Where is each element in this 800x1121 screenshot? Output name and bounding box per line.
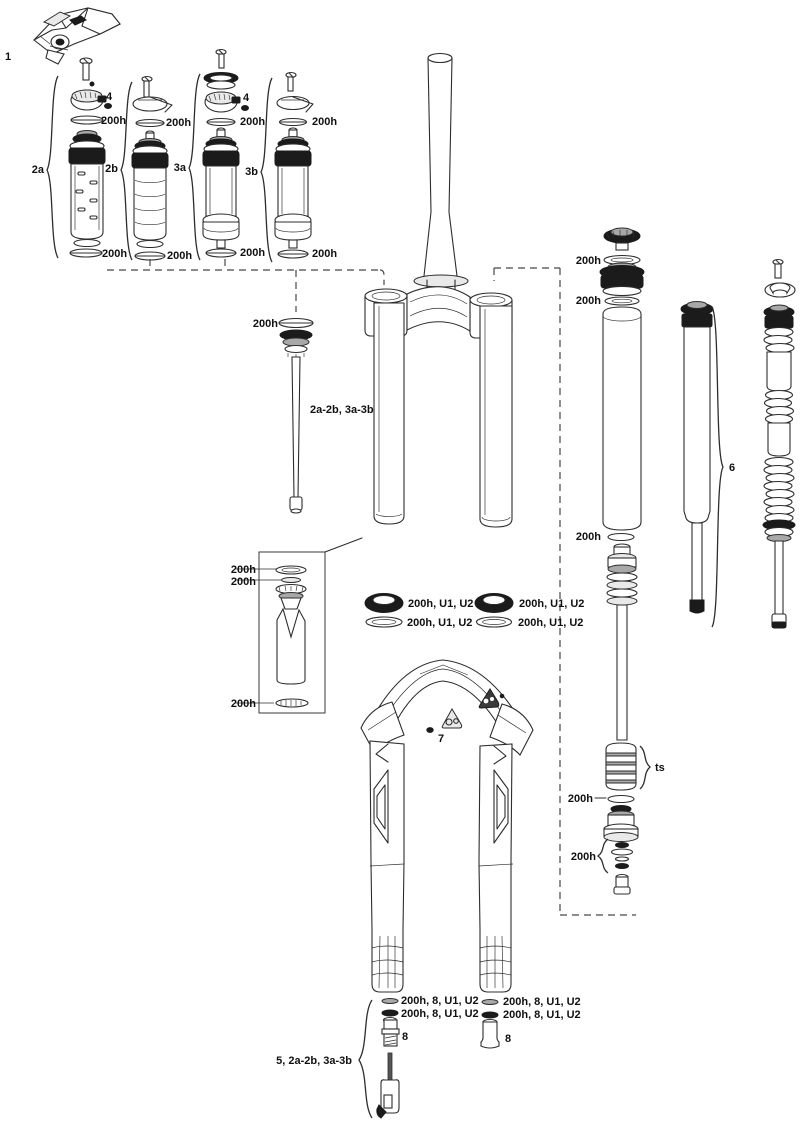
label-200h-air-top2: 200h: [576, 295, 601, 307]
lower-legs: [360, 659, 534, 993]
label-200h-2a-bottom: 200h: [102, 248, 127, 260]
foot-hardware-right: [480, 999, 500, 1049]
remote-lever-drawing: [33, 7, 121, 65]
label-6: 6: [729, 462, 735, 474]
label-200h-air-top1: 200h: [576, 255, 601, 267]
label-200h-inset-2: 200h: [231, 576, 256, 588]
damper-assembly-2b: [120, 75, 173, 261]
label-seal-right-1: 200h, U1, U2: [519, 598, 584, 610]
label-rebound-group: 5, 2a-2b, 3a-3b: [276, 1055, 352, 1067]
label-seal-left-2: 200h, U1, U2: [407, 617, 472, 629]
label-200h-sealhead-group: 200h: [571, 851, 596, 863]
label-200h-below-tokens: 200h: [568, 793, 593, 805]
dashed-connector-left: [107, 259, 385, 312]
label-remote-1: 1: [5, 51, 11, 63]
dust-seal-right: [474, 593, 514, 628]
inset-detail-box: [236, 537, 363, 714]
air-spring-assembled: [680, 301, 724, 628]
label-4-right: 4: [243, 92, 250, 104]
coil-spring-assembled: [762, 258, 796, 629]
damper-assembly-3b: [260, 71, 314, 263]
label-seal-right-2: 200h, U1, U2: [518, 617, 583, 629]
crown-steerer-unit: [364, 52, 513, 528]
air-spring-exploded: [594, 227, 651, 895]
label-3b: 3b: [245, 166, 258, 178]
label-shaft-group: 2a-2b, 3a-3b: [310, 404, 374, 416]
dust-seal-left: [364, 593, 404, 628]
label-2b: 2b: [105, 163, 118, 175]
foot-hardware-left: [358, 998, 400, 1119]
label-7: 7: [438, 733, 444, 745]
label-foot-right-2: 200h, 8, U1, U2: [503, 1009, 581, 1021]
label-foot-right-1: 200h, 8, U1, U2: [503, 996, 581, 1008]
label-200h-3b-bottom: 200h: [312, 248, 337, 260]
label-8-right: 8: [505, 1033, 511, 1045]
label-200h-air-shaft: 200h: [576, 531, 601, 543]
label-seal-left-1: 200h, U1, U2: [408, 598, 473, 610]
dashed-connector-right: [493, 267, 636, 916]
label-3a: 3a: [174, 162, 187, 174]
label-2a: 2a: [32, 164, 45, 176]
label-8-left: 8: [402, 1031, 408, 1043]
label-tokens: ts: [655, 762, 665, 774]
damper-assembly-2a: [46, 57, 112, 259]
label-200h-inset-3: 200h: [231, 698, 256, 710]
label-200h-2b-bottom: 200h: [167, 250, 192, 262]
label-4-left: 4: [106, 91, 113, 103]
damper-assembly-3a: [188, 48, 249, 261]
damper-shaft: [278, 317, 314, 514]
label-200h-2b-top: 200h: [166, 117, 191, 129]
label-200h-2a-top: 200h: [101, 115, 126, 127]
label-foot-left-2: 200h, 8, U1, U2: [401, 1008, 479, 1020]
label-200h-3a-top: 200h: [240, 116, 265, 128]
label-foot-left-1: 200h, 8, U1, U2: [401, 995, 479, 1007]
label-200h-shaft: 200h: [253, 318, 278, 330]
label-200h-3b-top: 200h: [312, 116, 337, 128]
label-200h-3a-bottom: 200h: [240, 247, 265, 259]
label-200h-inset-1: 200h: [231, 564, 256, 576]
